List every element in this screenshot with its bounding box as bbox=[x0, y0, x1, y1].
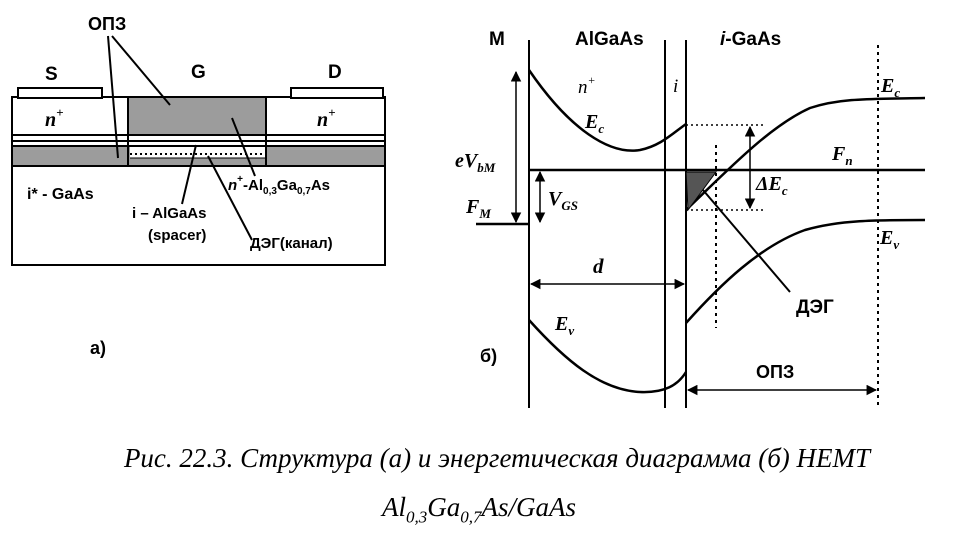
figure-caption-line2: Al0,3Ga0,7As/GaAs bbox=[382, 492, 576, 527]
label-ops-b: ОПЗ bbox=[756, 362, 794, 382]
label-nplus-b: n+ bbox=[578, 73, 596, 98]
label-d: d bbox=[593, 254, 604, 278]
label-vgs: VGS bbox=[548, 188, 578, 213]
structure-diagram: ОПЗ S G D n+ n+ i* - GaAs i – AlGaAs (sp… bbox=[11, 14, 386, 358]
label-delta-ec: ΔEc bbox=[755, 173, 788, 198]
ptr-ialgaas bbox=[181, 144, 197, 205]
label-part-b: б) bbox=[480, 346, 497, 366]
label-algaas: AlGaAs bbox=[575, 29, 644, 50]
label-ec-algaas: Ec bbox=[584, 111, 604, 136]
label-d: D bbox=[328, 62, 342, 83]
conduction-band-gaas bbox=[685, 96, 926, 211]
gate-depletion-region bbox=[127, 96, 267, 136]
label-m: M bbox=[489, 29, 505, 50]
deg-triangle bbox=[685, 171, 717, 212]
label-fm: FM bbox=[465, 196, 491, 221]
label-fn: Fn bbox=[831, 143, 853, 168]
label-ec-gaas: Ec bbox=[880, 75, 900, 100]
ptr-deg-b bbox=[702, 189, 791, 293]
label-i-b: i bbox=[673, 76, 678, 97]
label-spacer: (spacer) bbox=[148, 227, 206, 244]
label-ops-a: ОПЗ bbox=[88, 14, 126, 34]
band-depletion-cut bbox=[130, 147, 266, 158]
figure-caption-line1: Рис. 22.3. Структура (а) и энергетическа… bbox=[123, 443, 871, 473]
label-deg-a: ДЭГ(канал) bbox=[250, 235, 333, 252]
ptr-ops-left bbox=[107, 35, 119, 159]
label-igaas-b: i-GaAs bbox=[720, 29, 781, 50]
label-evbm: eVbM bbox=[455, 150, 496, 175]
label-ev-gaas: Ev bbox=[879, 227, 899, 252]
valence-band-algaas bbox=[528, 319, 688, 394]
valence-band-gaas bbox=[685, 218, 926, 324]
label-nalgaas: n+-Al0,3Ga0,7As bbox=[228, 174, 330, 197]
label-g: G bbox=[191, 62, 206, 83]
ptr-deg bbox=[207, 155, 253, 241]
label-ialgaas: i – AlGaAs bbox=[132, 205, 206, 222]
source-contact bbox=[17, 87, 103, 99]
conduction-band-algaas bbox=[527, 69, 687, 152]
label-part-a: а) bbox=[90, 338, 106, 358]
label-nplus-left: n+ bbox=[45, 105, 64, 131]
energy-diagram: M AlGaAs i-GaAs n+ i bbox=[455, 29, 926, 408]
label-nplus-right: n+ bbox=[317, 105, 336, 131]
label-igaas: i* - GaAs bbox=[27, 186, 94, 203]
label-ev-algaas: Ev bbox=[554, 313, 574, 338]
ptr-nalgaas bbox=[231, 117, 256, 177]
ptr-ops-right bbox=[111, 35, 171, 106]
label-deg-b: ДЭГ bbox=[796, 297, 834, 318]
drain-contact bbox=[290, 87, 384, 99]
label-s: S bbox=[45, 64, 58, 85]
